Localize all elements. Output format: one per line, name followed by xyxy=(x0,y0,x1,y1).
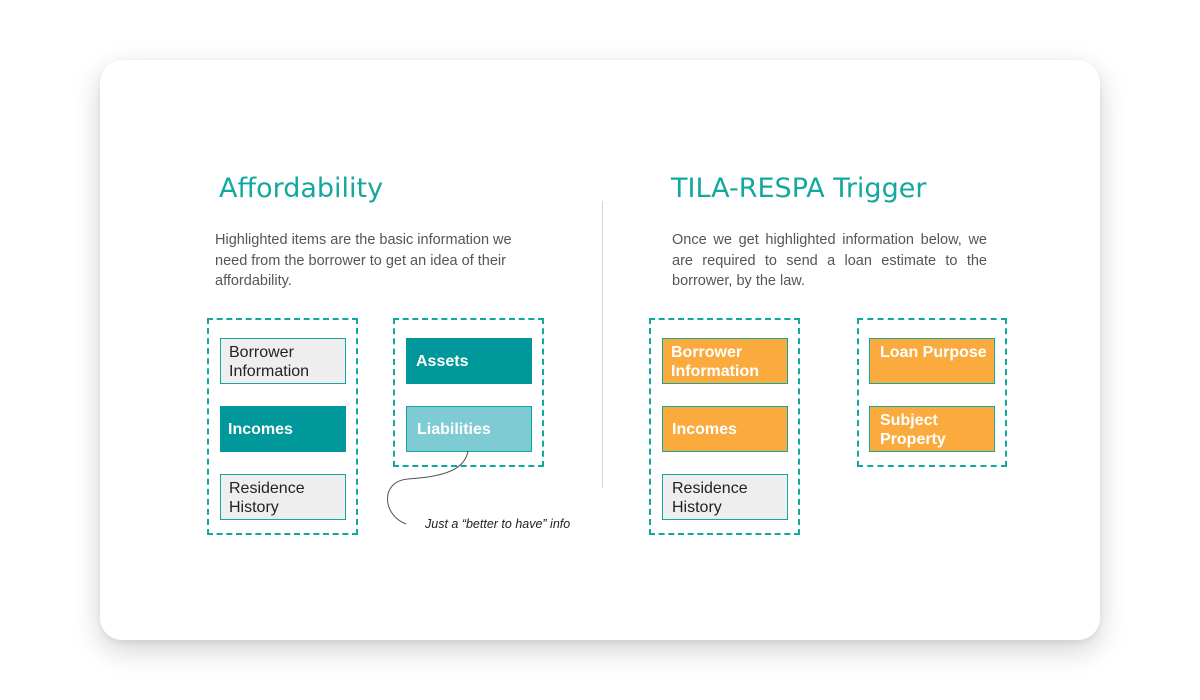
affordability-group-1 xyxy=(207,318,358,535)
affordability-description: Highlighted items are the basic informat… xyxy=(215,232,512,289)
tila-borrower-info-box: Borrower Information xyxy=(662,338,788,384)
tila-residence-box: Residence History xyxy=(662,474,788,520)
callout-note: Just a “better to have” info xyxy=(425,517,571,531)
tila-respa-description: Once we get highlighted information belo… xyxy=(672,232,987,289)
affordability-incomes-box: Incomes xyxy=(220,406,346,452)
callout-connector xyxy=(387,450,469,525)
affordability-assets-box: Assets xyxy=(406,338,532,384)
slide-card: Affordability Highlighted items are the … xyxy=(100,60,1100,640)
tila-respa-title: TILA-RESPA Trigger xyxy=(671,173,927,204)
tila-loan-purpose-box: Loan Purpose xyxy=(869,338,995,384)
affordability-title: Affordability xyxy=(219,173,384,204)
affordability-group-2 xyxy=(393,318,544,467)
section-divider xyxy=(602,201,603,488)
tila-subject-property-box: Subject Property xyxy=(869,406,995,452)
tila-respa-group-1 xyxy=(649,318,800,535)
tila-incomes-box: Incomes xyxy=(662,406,788,452)
affordability-residence-box: Residence History xyxy=(220,474,346,520)
affordability-borrower-info-box: Borrower Information xyxy=(220,338,346,384)
affordability-liabilities-box: Liabilities xyxy=(406,406,532,452)
tila-respa-group-2 xyxy=(857,318,1007,467)
